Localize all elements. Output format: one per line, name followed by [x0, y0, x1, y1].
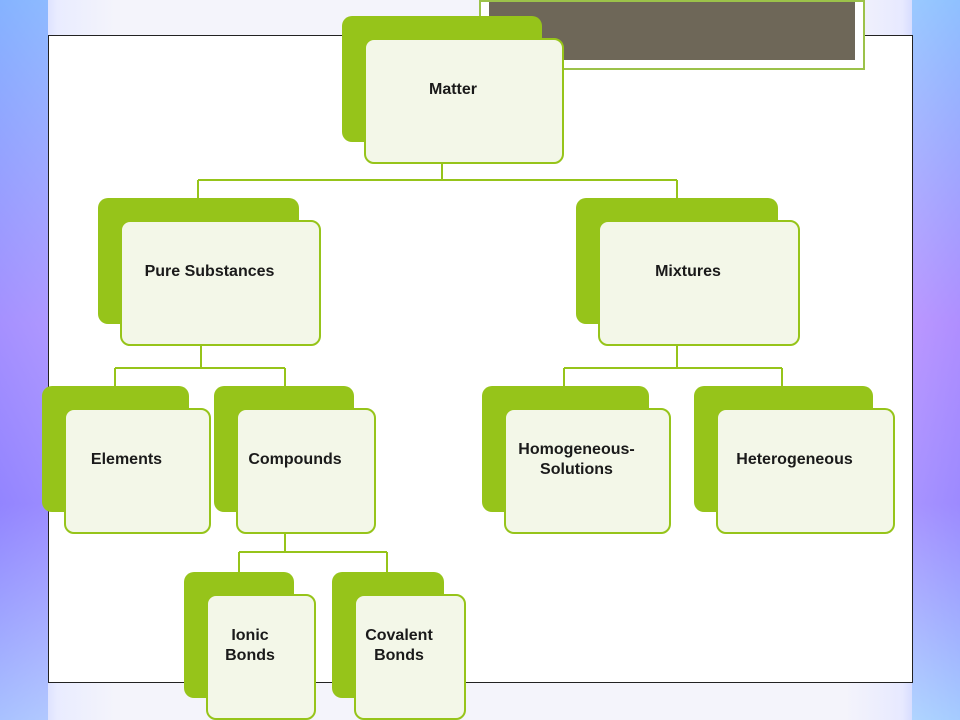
node-compounds-label: Compounds [248, 451, 342, 468]
node-pure-substances-label: Pure Substances [144, 263, 275, 280]
decorative-side-panel-left [0, 0, 48, 720]
node-homogeneous: Homogeneous- Solutions [482, 386, 671, 534]
node-compounds: Compounds [214, 386, 376, 534]
node-heterogeneous: Heterogeneous [694, 386, 895, 534]
node-matter-label: Matter [428, 81, 477, 98]
node-ionic-bonds: Ionic Bonds [184, 572, 316, 720]
node-elements-label: Elements [90, 451, 163, 468]
node-pure-substances: Pure Substances [98, 198, 321, 346]
node-mixtures-label: Mixtures [655, 263, 721, 280]
node-heterogeneous-label: Heterogeneous [736, 451, 853, 468]
connector-pure-children [114, 324, 286, 386]
node-mixtures: Mixtures [576, 198, 800, 346]
node-matter: Matter [342, 16, 564, 164]
connector-mixtures-children [563, 324, 783, 386]
decorative-side-panel-right [912, 0, 960, 720]
node-homogeneous-label: Homogeneous- Solutions [518, 441, 635, 478]
node-ionic-bonds-label: Ionic Bonds [225, 627, 275, 664]
node-elements: Elements [42, 386, 211, 534]
node-covalent-bonds-label: Covalent Bonds [365, 627, 433, 664]
node-covalent-bonds: Covalent Bonds [332, 572, 466, 720]
